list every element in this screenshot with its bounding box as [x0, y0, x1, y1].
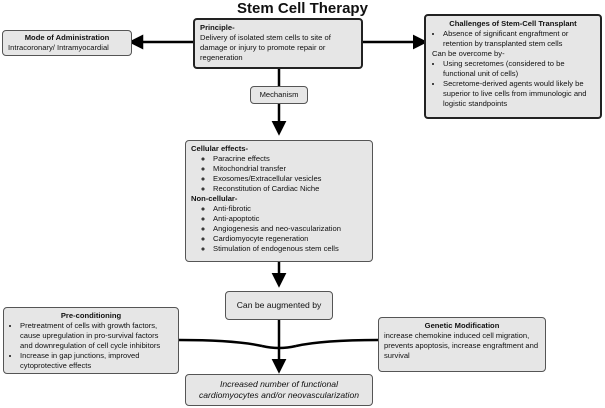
noncellular-effect-item: Stimulation of endogenous stem cells: [213, 244, 367, 254]
connector-genetic: [295, 338, 379, 348]
outcome-text: Increased number of functional cardiomyo…: [198, 379, 360, 400]
cellular-heading: Cellular effects-: [191, 144, 248, 153]
genetic-modification-box: Genetic Modification increase chemokine …: [378, 317, 546, 372]
noncellular-effect-item: Anti-fibrotic: [213, 204, 367, 214]
preconditioning-heading: Pre-conditioning: [60, 311, 122, 320]
preconditioning-box: Pre-conditioning Pretreatment of cells w…: [3, 307, 179, 374]
overcome-item: Secretome-derived agents would likely be…: [443, 79, 594, 109]
challenges-box: Challenges of Stem-Cell Transplant Absen…: [424, 14, 602, 119]
outcome-box: Increased number of functional cardiomyo…: [185, 374, 373, 406]
diagram-title: Stem Cell Therapy: [237, 0, 368, 17]
cellular-effect-item: Paracrine effects: [213, 154, 367, 164]
connector-preconditioning: [178, 338, 263, 348]
augmented-label: Can be augmented by: [236, 300, 322, 310]
overcome-label: Can be overcome by-: [432, 49, 505, 59]
mechanism-box: Mechanism: [250, 86, 308, 104]
mechanism-label: Mechanism: [259, 90, 299, 99]
genetic-text: increase chemokine induced cell migratio…: [384, 331, 539, 361]
cellular-effect-item: Mitochondrial transfer: [213, 164, 367, 174]
challenge-item: Absence of significant engraftment or re…: [443, 29, 594, 49]
principle-text: Delivery of isolated stem cells to site …: [200, 33, 331, 63]
effects-box: Cellular effects- Paracrine effects Mito…: [185, 140, 373, 262]
genetic-heading: Genetic Modification: [424, 321, 500, 330]
mode-heading: Mode of Administration: [24, 33, 110, 42]
cellular-effect-item: Reconstitution of Cardiac Niche: [213, 184, 367, 194]
principle-heading: Principle-: [200, 23, 235, 32]
noncellular-heading: Non-cellular-: [191, 194, 238, 204]
preconditioning-item: Increase in gap junctions, improved cyto…: [20, 351, 173, 371]
overcome-item: Using secretomes (considered to be funct…: [443, 59, 594, 79]
cellular-effect-item: Exosomes/Extracellular vesicles: [213, 174, 367, 184]
noncellular-effect-item: Cardiomyocyte regeneration: [213, 234, 367, 244]
mode-text: Intracoronary/ Intramyocardial: [8, 43, 109, 53]
noncellular-effect-item: Anti-apoptotic: [213, 214, 367, 224]
mode-of-administration-box: Mode of Administration Intracoronary/ In…: [2, 30, 132, 56]
challenges-heading: Challenges of Stem-Cell Transplant: [449, 19, 577, 28]
augmented-box: Can be augmented by: [225, 291, 333, 320]
principle-box: Principle- Delivery of isolated stem cel…: [193, 18, 363, 69]
noncellular-effect-item: Angiogenesis and neo-vascularization: [213, 224, 367, 234]
preconditioning-item: Pretreatment of cells with growth factor…: [20, 321, 173, 351]
